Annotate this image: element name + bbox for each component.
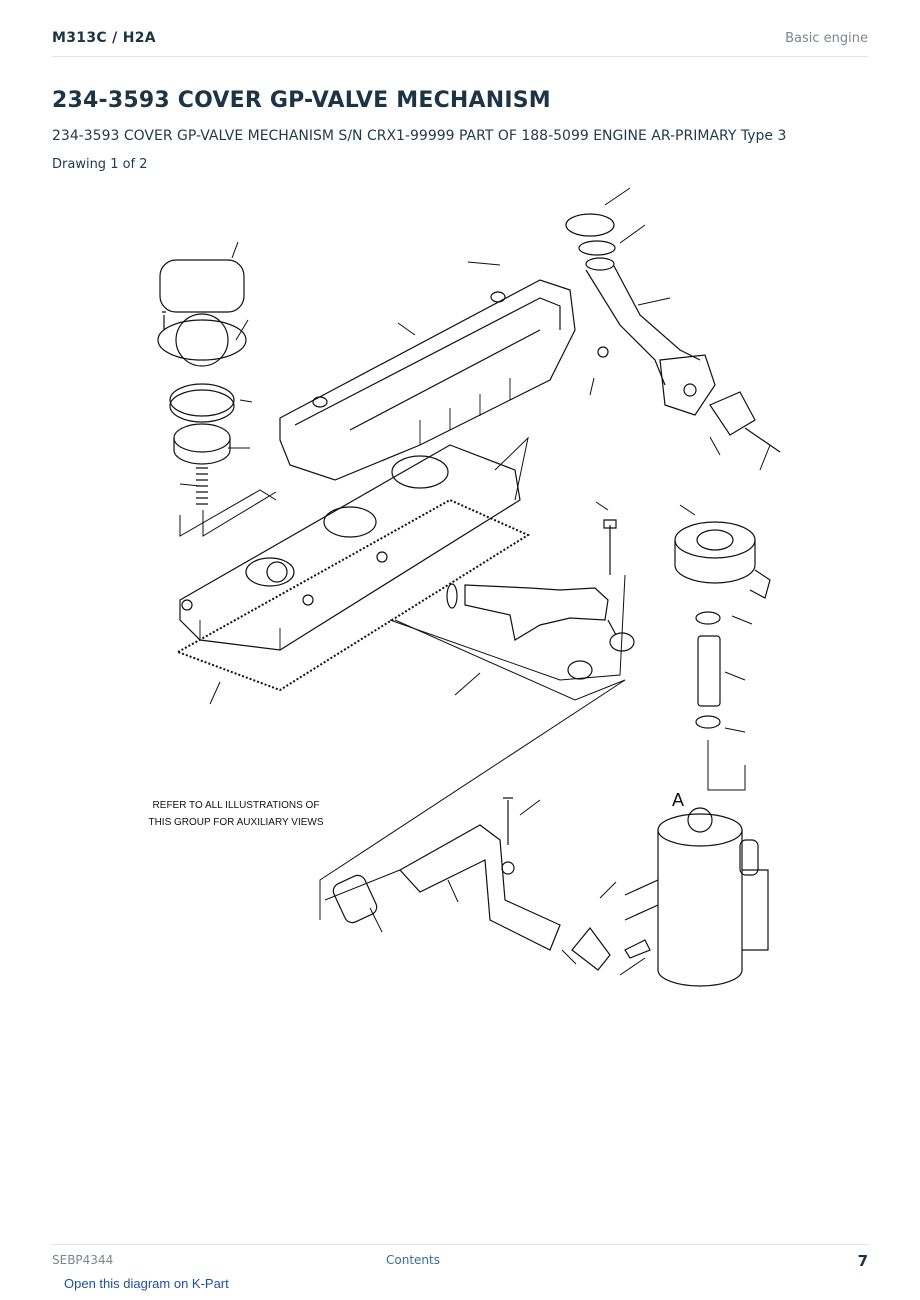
valve-cover-top (279, 279, 576, 481)
page-footer: SEBP4344 Contents 7 (52, 1244, 868, 1273)
oil-separator (624, 807, 769, 987)
diagram-note-line1: REFER TO ALL ILLUSTRATIONS OF (153, 800, 320, 811)
contents-link[interactable]: Contents (386, 1253, 440, 1267)
page-number: 7 (857, 1252, 868, 1270)
page-title: 234-3593 COVER GP-VALVE MECHANISM (52, 88, 551, 113)
valve-cover-base (179, 444, 521, 651)
breather-stack (157, 259, 247, 505)
parts-diagram: REFER TO ALL ILLUSTRATIONS OF THIS GROUP… (120, 180, 820, 1010)
model-label: M313C / H2A (52, 30, 156, 46)
kpart-link[interactable]: Open this diagram on K-Part (64, 1276, 229, 1291)
view-label: A (672, 790, 684, 810)
cover-gasket (175, 498, 531, 692)
oil-filler-tube (565, 213, 781, 453)
drawing-info: Drawing 1 of 2 (52, 157, 148, 172)
diagram-note-line2: THIS GROUP FOR AUXILIARY VIEWS (148, 817, 323, 828)
document-number: SEBP4344 (52, 1253, 114, 1267)
section-label: Basic engine (785, 31, 868, 46)
page-header: M313C / H2A Basic engine (52, 28, 868, 57)
lower-hose (332, 797, 611, 971)
page-subtitle: 234-3593 COVER GP-VALVE MECHANISM S/N CR… (52, 128, 787, 144)
breather-canister (674, 521, 771, 729)
leader-lines (179, 187, 771, 976)
